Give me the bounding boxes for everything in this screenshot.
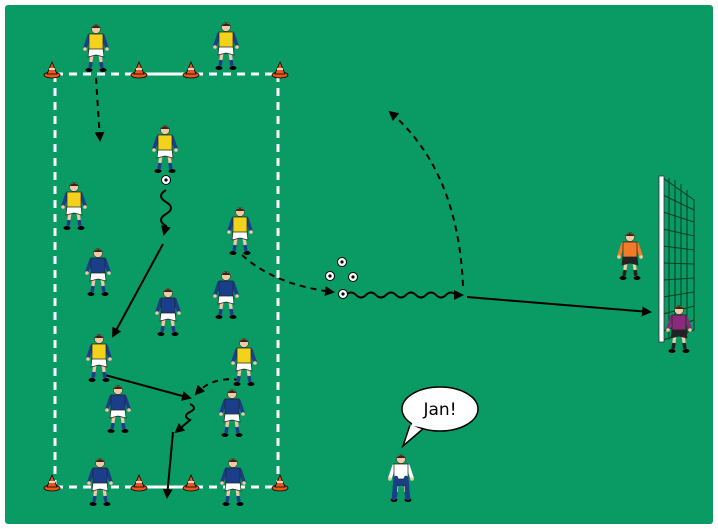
ball-icon <box>338 258 347 267</box>
ball-icon <box>339 290 348 299</box>
coach-call-text: Jan! <box>422 400 456 420</box>
ball-icon <box>326 272 335 281</box>
ball-icon <box>349 273 358 282</box>
ball-icon <box>162 176 171 185</box>
pitch-background <box>5 5 713 524</box>
